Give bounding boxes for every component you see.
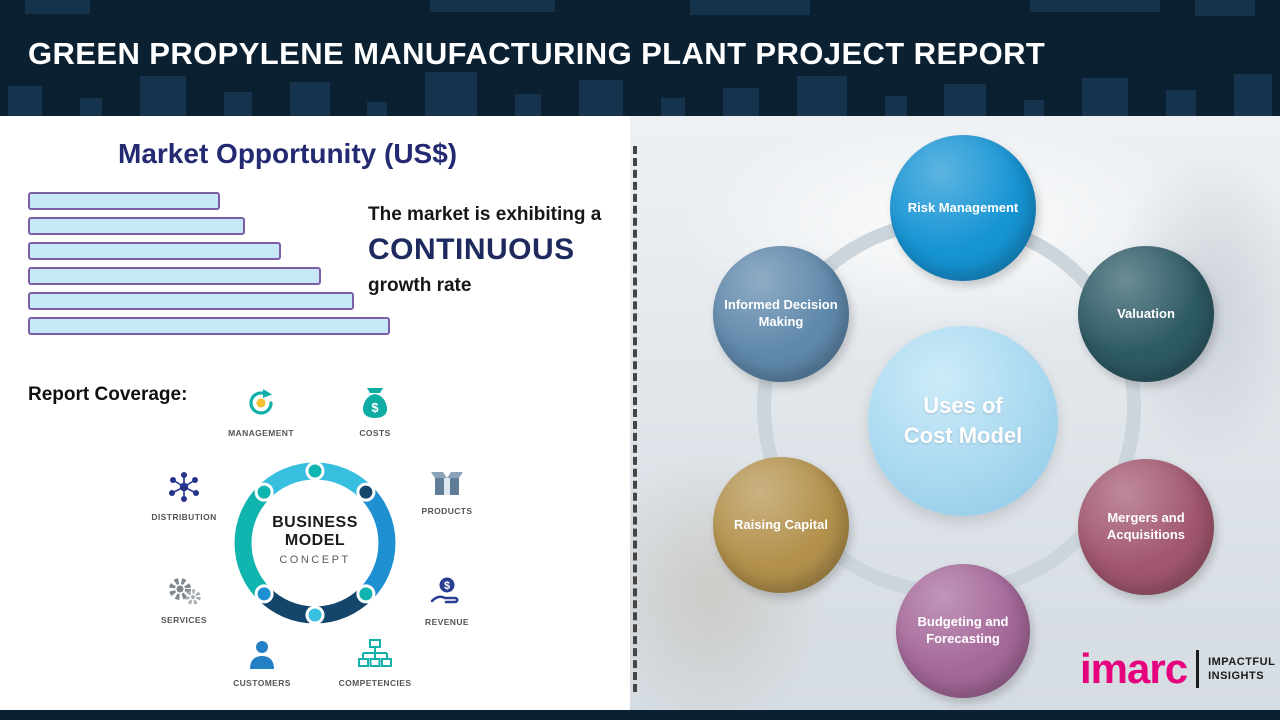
svg-text:$: $	[444, 580, 450, 592]
bm-item-management: MANAGEMENT	[213, 387, 309, 438]
bm-label-revenue: REVENUE	[425, 617, 469, 627]
bm-item-services: SERVICES	[136, 576, 232, 625]
circle-shine	[1078, 459, 1214, 595]
circle-shine	[713, 457, 849, 593]
center-circle-uses-of-cost-model: Uses of Cost Model	[868, 326, 1058, 516]
logo-divider-bar	[1196, 650, 1200, 688]
hand-coin-icon: $	[430, 576, 464, 613]
node-label-valuation: Valuation	[1117, 305, 1175, 321]
bottom-strip	[0, 710, 1280, 720]
recycle-bulb-icon	[245, 387, 277, 424]
bm-item-revenue: $ REVENUE	[399, 576, 495, 627]
imarc-logo-text: imarc	[1080, 645, 1188, 692]
node-label-informed-decision-making: Informed Decision Making	[724, 297, 838, 329]
logo-tagline-line1: IMPACTFUL	[1208, 655, 1276, 668]
circle-shine	[1078, 246, 1214, 382]
bm-label-customers: CUSTOMERS	[233, 678, 291, 688]
box-icon	[430, 469, 464, 502]
node-label-budgeting-and-forecasting: Budgeting and Forecasting	[917, 614, 1009, 646]
business-model-ring	[234, 461, 396, 625]
node-informed-decision-making: Informed Decision Making	[713, 246, 849, 382]
market-opportunity-bar-chart	[28, 192, 390, 342]
business-model-center-label: BUSINESS MODEL CONCEPT	[235, 514, 395, 566]
market-bar-1	[28, 192, 220, 210]
svg-text:$: $	[371, 400, 379, 415]
page-title: GREEN PROPYLENE MANUFACTURING PLANT PROJ…	[28, 36, 1046, 71]
bm-label-products: PRODUCTS	[421, 506, 473, 516]
logo-tagline-line2: INSIGHTS	[1208, 670, 1265, 682]
node-valuation: Valuation	[1078, 246, 1214, 382]
network-icon	[167, 471, 201, 508]
header-banner: GREEN PROPYLENE MANUFACTURING PLANT PROJ…	[0, 0, 1280, 116]
growth-statement: The market is exhibiting a CONTINUOUS gr…	[368, 204, 626, 297]
bm-center-line2: MODEL	[284, 532, 346, 550]
market-bar-3	[28, 242, 282, 260]
header-skyline-decoration	[0, 68, 1280, 116]
bm-item-competencies: COMPETENCIES	[327, 639, 423, 688]
bm-item-costs: $ COSTS	[327, 387, 423, 438]
bm-label-management: MANAGEMENT	[228, 428, 294, 438]
center-label-line2: Cost Model	[903, 423, 1023, 448]
person-icon	[248, 639, 276, 674]
bm-label-services: SERVICES	[160, 615, 208, 625]
growth-text-line1: The market is exhibiting a	[368, 204, 602, 225]
node-label-risk-management: Risk Management	[907, 199, 1019, 215]
growth-text-line3: growth rate	[368, 275, 472, 296]
node-risk-management: Risk Management	[890, 135, 1036, 281]
bm-item-distribution: DISTRIBUTION	[136, 471, 232, 522]
bm-center-line3: CONCEPT	[279, 553, 351, 566]
money-bag-icon: $	[360, 387, 390, 424]
bm-label-costs: COSTS	[359, 428, 391, 438]
bm-center-line1: BUSINESS	[272, 514, 358, 531]
bm-label-distribution: DISTRIBUTION	[151, 512, 217, 522]
node-budgeting-and-forecasting: Budgeting and Forecasting	[896, 564, 1030, 698]
business-model-diagram: BUSINESS MODEL CONCEPT MANAGEMENT	[0, 116, 630, 710]
hierarchy-icon	[358, 639, 392, 674]
section-title-market-opportunity: Market Opportunity (US$)	[118, 138, 458, 169]
dashed-divider	[633, 146, 637, 692]
bm-item-products: PRODUCTS	[399, 469, 495, 516]
bm-label-competencies: COMPETENCIES	[338, 678, 412, 688]
node-mergers-and-acquisitions: Mergers and Acquisitions	[1078, 459, 1214, 595]
market-bar-5	[28, 292, 354, 310]
gears-icon	[167, 576, 201, 611]
circle-shine	[890, 135, 1036, 281]
circle-shine	[713, 246, 849, 382]
node-label-mergers-and-acquisitions: Mergers and Acquisitions	[1106, 510, 1185, 542]
circle-shine	[896, 564, 1030, 698]
node-label-raising-capital: Raising Capital	[734, 516, 828, 532]
market-bar-6	[28, 317, 390, 335]
left-panel: Market Opportunity (US$) The market is e…	[0, 116, 630, 710]
logo-tagline: IMPACTFUL INSIGHTS	[1208, 655, 1275, 684]
report-coverage-label: Report Coverage:	[28, 384, 188, 405]
growth-text-continuous: CONTINUOUS	[368, 233, 575, 266]
imarc-logo: imarc IMPACTFUL INSIGHTS	[1080, 648, 1275, 690]
market-bar-4	[28, 267, 322, 285]
node-raising-capital: Raising Capital	[713, 457, 849, 593]
center-label-line1: Uses of	[923, 393, 1003, 419]
bm-item-customers: CUSTOMERS	[214, 639, 310, 688]
market-bar-2	[28, 217, 246, 235]
right-panel: Risk Management Valuation Mergers and Ac…	[630, 116, 1280, 710]
